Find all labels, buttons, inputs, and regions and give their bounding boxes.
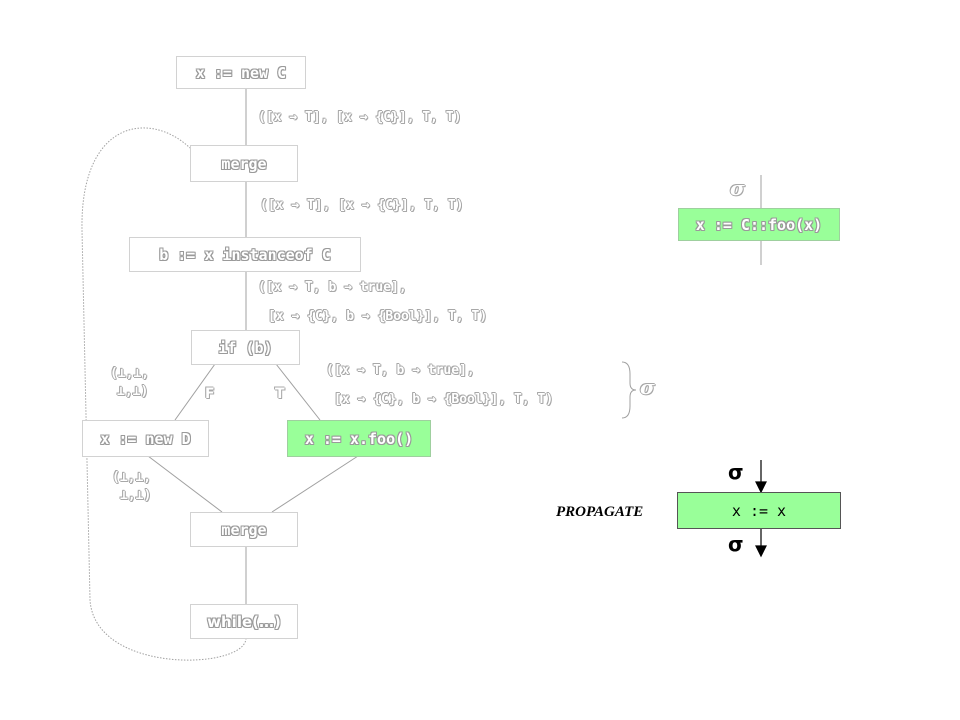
node-merge-top[interactable]: merge — [190, 145, 298, 182]
rule-sigma-in: σ — [728, 460, 744, 484]
branch-false-label: F — [205, 386, 215, 402]
rule-arrow-out-head — [755, 545, 767, 558]
rule-sigma-out: σ — [728, 532, 744, 556]
node-new-c[interactable]: x := new C — [176, 56, 306, 89]
edge-foo-merge — [271, 455, 359, 513]
branch-true-label: T — [275, 386, 285, 402]
bottom-false-line1: (⊥,⊥, — [110, 366, 150, 381]
rule-arrow-in-head — [755, 481, 767, 494]
node-instanceof[interactable]: b := x instanceof C — [129, 237, 361, 272]
node-assign-xx[interactable]: x := x — [677, 492, 841, 529]
sigma-brace-label: σ — [640, 375, 655, 399]
node-call-foo[interactable]: x := x.foo() — [287, 420, 431, 457]
state-true-branch-line2: [x → {C}, b → {Bool}], T, T) — [334, 392, 554, 407]
edge-if-foo — [275, 363, 321, 421]
edge-if-newd — [174, 363, 216, 421]
state-after-instanceof-line1: ([x → T, b → true], — [258, 280, 407, 295]
bottom-false-line2: ⊥,⊥) — [117, 384, 149, 399]
rule-name: PROPAGATE — [556, 504, 644, 520]
sigma-brace — [621, 361, 637, 419]
state-true-branch-line1: ([x → T, b → true], — [326, 363, 475, 378]
node-while[interactable]: while(…) — [190, 604, 298, 639]
sigma-devirt-label: σ — [730, 176, 745, 200]
state-after-instanceof-line2: [x → {C}, b → {Bool}], T, T) — [268, 309, 488, 324]
node-if-b[interactable]: if (b) — [191, 330, 300, 365]
edge-loop-back — [81, 127, 247, 661]
node-new-d[interactable]: x := new D — [82, 420, 209, 457]
edge-newd-merge — [147, 455, 223, 513]
state-after-new-c: ([x → T], [x → {C}], T, T) — [258, 110, 462, 125]
bottom-newd-line1: (⊥,⊥, — [112, 470, 152, 485]
bottom-newd-line2: ⊥,⊥) — [120, 488, 152, 503]
state-after-merge: ([x → T], [x → {C}], T, T) — [260, 198, 464, 213]
node-merge-bottom[interactable]: merge — [190, 512, 298, 547]
node-devirt-call[interactable]: x := C::foo(x) — [678, 208, 840, 241]
